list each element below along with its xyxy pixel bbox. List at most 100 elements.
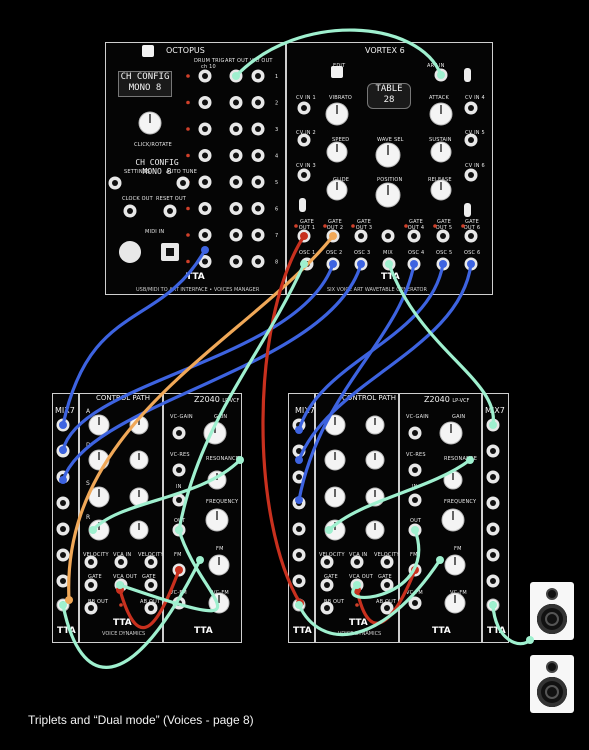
- mix7-input-6-jack[interactable]: [292, 548, 306, 562]
- drum-trig-jack-6[interactable]: [198, 202, 212, 215]
- mix7-input-5-jack[interactable]: [486, 522, 500, 536]
- mix7-input-2-jack[interactable]: [486, 444, 500, 458]
- ab-out-jack[interactable]: [380, 601, 394, 615]
- midi-in-jack[interactable]: [119, 241, 141, 263]
- art-out-jack-8[interactable]: [229, 255, 243, 268]
- gate-jack[interactable]: [320, 578, 334, 592]
- velocity-switch[interactable]: [464, 68, 471, 82]
- vc-res-jack[interactable]: [408, 463, 422, 477]
- art-out-jack-6[interactable]: [229, 202, 243, 215]
- velocity-jack[interactable]: [320, 555, 334, 569]
- orange-cable-plug-start: [329, 232, 337, 240]
- mix7-input-7-jack[interactable]: [486, 574, 500, 588]
- drum-trig-jack-5[interactable]: [198, 175, 212, 189]
- blue-cable-1-plug-end: [59, 421, 67, 429]
- fm-knob-label: FM: [454, 546, 462, 552]
- vo-out-jack-2[interactable]: [251, 96, 265, 109]
- mix7-input-3-jack[interactable]: [486, 470, 500, 484]
- mint-cable-5-plug-start: [59, 601, 67, 609]
- mix7-input-7-jack[interactable]: [56, 574, 70, 588]
- gate-out-4-jack[interactable]: [407, 229, 421, 243]
- clock-out-jack[interactable]: [123, 204, 137, 218]
- gate-out-5-jack[interactable]: [436, 229, 450, 243]
- cv-in-1-jack[interactable]: [297, 101, 311, 115]
- jack-hole: [255, 99, 261, 106]
- drum-trig-jack-2[interactable]: [198, 96, 212, 109]
- cv-in-4-jack[interactable]: [464, 101, 478, 115]
- mix7-input-7-jack[interactable]: [292, 574, 306, 588]
- mix7-right-logo: TTA: [487, 626, 506, 636]
- vo-out-jack-1[interactable]: [251, 69, 265, 83]
- cv-in-2-jack[interactable]: [297, 133, 311, 147]
- vo-out-jack-8[interactable]: [251, 255, 265, 268]
- gate-jack[interactable]: [84, 578, 98, 592]
- gate-mix-jack[interactable]: [381, 229, 395, 243]
- settings-button[interactable]: [108, 176, 122, 190]
- vc-fm-jack[interactable]: [408, 596, 422, 610]
- bb-out-label: BB OUT: [324, 599, 345, 605]
- vo-out-jack-7[interactable]: [251, 228, 265, 242]
- art-out-jack-4[interactable]: [229, 149, 243, 162]
- col-vo-label: V/O OUT: [250, 58, 273, 64]
- vo-out-jack-4[interactable]: [251, 149, 265, 162]
- jack-hole: [490, 552, 496, 558]
- velocity-2-jack[interactable]: [380, 555, 394, 569]
- jack-hole: [202, 232, 208, 238]
- art-out-jack-7[interactable]: [229, 228, 243, 242]
- velocity-2-jack[interactable]: [144, 555, 158, 569]
- octopus-logo-icon[interactable]: [142, 45, 154, 57]
- jack-hole: [296, 578, 302, 584]
- in-jack[interactable]: [172, 493, 186, 507]
- mix7-input-4-jack[interactable]: [486, 496, 500, 510]
- vo-out-jack-3[interactable]: [251, 122, 265, 136]
- drum-trig-jack-3[interactable]: [198, 122, 212, 136]
- ab-out-jack[interactable]: [144, 601, 158, 615]
- art-out-jack-2[interactable]: [229, 96, 243, 109]
- vca-in-jack[interactable]: [350, 555, 364, 569]
- edit-button[interactable]: [331, 66, 343, 78]
- vo-out-jack-5[interactable]: [251, 175, 265, 189]
- mint-cable-6-plug-start: [295, 601, 303, 609]
- vc-gain-jack[interactable]: [172, 426, 186, 440]
- drum-trig-jack-1[interactable]: [198, 69, 212, 83]
- bb-out-jack[interactable]: [84, 601, 98, 615]
- vca-in-jack[interactable]: [114, 555, 128, 569]
- vc-res-jack[interactable]: [172, 463, 186, 477]
- mix7-input-6-jack[interactable]: [486, 548, 500, 562]
- drum-trig-jack-7[interactable]: [198, 228, 212, 242]
- attack-label: ATTACK: [429, 95, 449, 101]
- jack-hole: [118, 559, 124, 565]
- gate-2-jack[interactable]: [380, 578, 394, 592]
- mix7-input-6-jack[interactable]: [56, 548, 70, 562]
- velocity-label-2: VELOCITY: [138, 552, 164, 558]
- auto-tune-button[interactable]: [176, 176, 190, 190]
- gate-out-6-jack[interactable]: [464, 229, 478, 243]
- audio-switch[interactable]: [299, 198, 306, 212]
- blue-cable-3-plug-start: [357, 260, 365, 268]
- vc-gain-jack[interactable]: [408, 426, 422, 440]
- in-jack[interactable]: [408, 493, 422, 507]
- mix7-input-5-jack[interactable]: [56, 522, 70, 536]
- art-out-jack-5[interactable]: [229, 175, 243, 189]
- jack-hole: [354, 559, 360, 565]
- cv-in-5-jack[interactable]: [464, 133, 478, 147]
- cv-in-3-jack[interactable]: [297, 168, 311, 182]
- reset-out-jack[interactable]: [163, 204, 177, 218]
- vo-out-jack-6[interactable]: [251, 202, 265, 215]
- gate-out-3-jack[interactable]: [354, 229, 368, 243]
- art-out-jack-3[interactable]: [229, 122, 243, 136]
- glide-label: GLIDE: [333, 177, 350, 183]
- jack-hole: [324, 605, 330, 611]
- bb-out-jack[interactable]: [320, 601, 334, 615]
- jack-hole: [440, 233, 446, 239]
- mix7-input-4-jack[interactable]: [56, 496, 70, 510]
- velocity-label: VELOCITY: [83, 552, 109, 558]
- velocity-jack[interactable]: [84, 555, 98, 569]
- jack-hole: [60, 552, 66, 558]
- cv-in-6-jack[interactable]: [464, 168, 478, 182]
- drum-trig-jack-4[interactable]: [198, 149, 212, 162]
- mix7-input-5-jack[interactable]: [292, 522, 306, 536]
- gate-2-jack[interactable]: [144, 578, 158, 592]
- audio-out-switch[interactable]: [464, 203, 471, 217]
- mint-cable-3-plug-end: [116, 581, 124, 589]
